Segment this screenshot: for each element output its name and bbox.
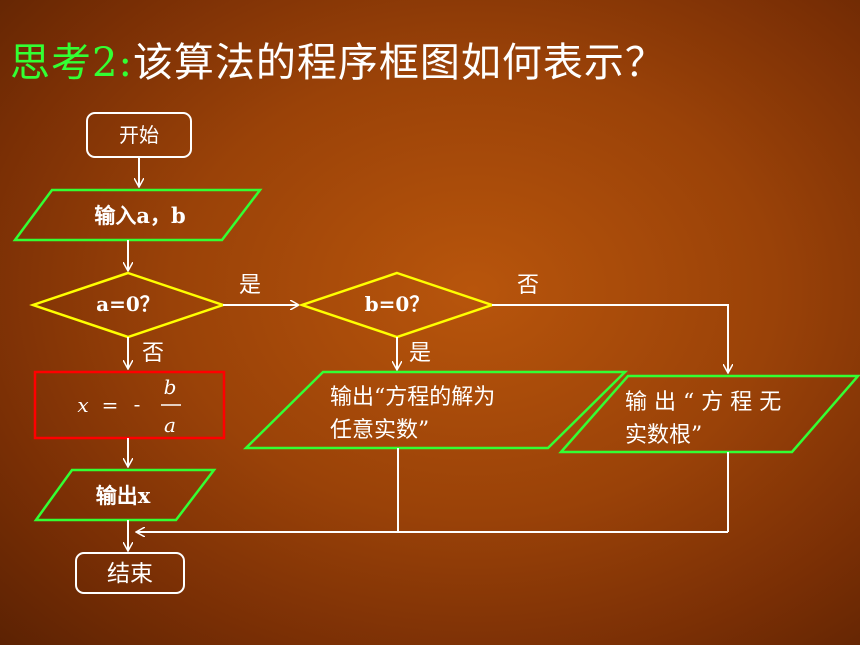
output-x-parallelogram: [33, 468, 217, 522]
end-label: 结束: [107, 561, 153, 587]
title-text: 该算法的程序框图如何表示？: [132, 40, 666, 86]
no-label-1: 否: [142, 341, 164, 366]
formula-box: [33, 370, 226, 440]
formula-var: x: [77, 393, 88, 417]
page-title: 思考2:该算法的程序框图如何表示？: [10, 30, 666, 88]
title-prefix: 思考2:: [10, 40, 133, 86]
end-terminal: [75, 552, 185, 594]
no-label-2: 否: [517, 273, 539, 298]
output-noroot-parallelogram: [558, 374, 860, 454]
arrow-decision2-no: [492, 304, 728, 372]
formula-denominator: a: [164, 413, 176, 437]
output-none-line2: 实数根”: [625, 423, 702, 448]
input-parallelogram: [12, 188, 263, 242]
output-x-label: 输出x: [96, 483, 151, 508]
decision2-label: b=0？: [365, 292, 430, 316]
output-none-line1: 输 出 “ 方 程 无: [625, 390, 781, 415]
output-inf-line2: 任意实数”: [330, 418, 429, 443]
formula-minus: -: [134, 392, 141, 416]
decision1-label: a=0？: [96, 292, 160, 316]
input-label: 输入a，b: [94, 203, 185, 228]
formula-eq: =: [102, 393, 119, 417]
yes-label-1: 是: [239, 273, 261, 298]
output-inf-line1: 输出“方程的解为: [330, 385, 495, 410]
output-infinite-parallelogram: [242, 370, 629, 450]
start-label: 开始: [119, 123, 159, 147]
formula-numerator: b: [164, 375, 177, 399]
yes-label-2: 是: [409, 341, 431, 366]
